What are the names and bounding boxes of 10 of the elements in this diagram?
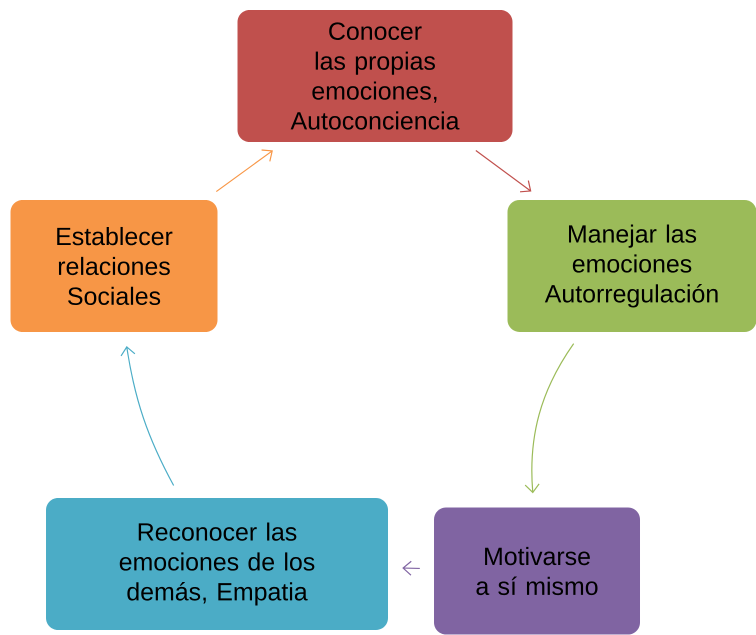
process-box: Conocer las propias emociones, Autoconciencia bbox=[238, 10, 512, 142]
process-box: Reconocer las emociones de los demás, Empatia bbox=[46, 498, 388, 630]
arrow bbox=[402, 560, 420, 576]
arrow bbox=[475, 150, 532, 192]
arrow bbox=[524, 343, 574, 494]
process-box: Motivarse a sí mismo bbox=[434, 508, 640, 634]
arrow bbox=[216, 149, 273, 192]
process-box: Establecer relaciones Sociales bbox=[10, 200, 218, 332]
arrow bbox=[120, 346, 174, 486]
process-box: Manejar las emociones Autorregulación bbox=[508, 200, 756, 332]
